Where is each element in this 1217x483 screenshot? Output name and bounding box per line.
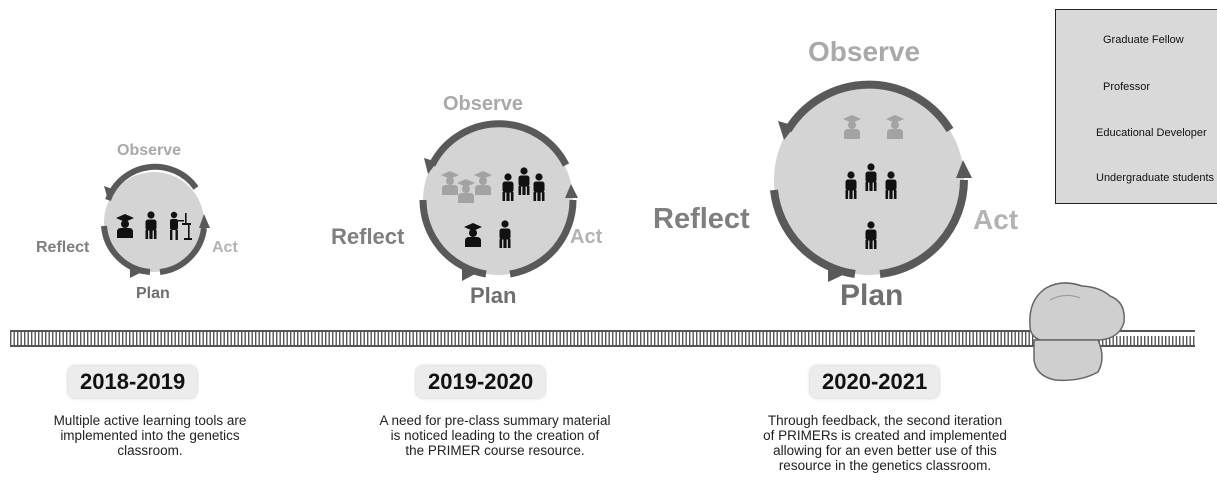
cycle-arrow-right <box>509 199 577 278</box>
legend: Graduate Fellow Professor Educational De… <box>1055 9 1217 204</box>
cycle-circle <box>423 125 573 275</box>
description-line: resource in the genetics classroom. <box>778 458 992 473</box>
reflect-label: Reflect <box>36 239 90 256</box>
stage-description: Multiple active learning tools are imple… <box>25 413 275 458</box>
description-line: classroom. <box>117 443 183 458</box>
description-line: is noticed leading to the creation of <box>390 428 600 443</box>
legend-label-educational-developer: Educational Developer <box>1096 127 1207 139</box>
stage-description: A need for pre-class summary material is… <box>350 413 640 458</box>
legend-label-professor: Professor <box>1103 81 1151 93</box>
observe-label: Observe <box>808 36 921 67</box>
stage-description: Through feedback, the second iteration o… <box>735 413 1035 473</box>
legend-label-undergraduate-students: Undergraduate students <box>1096 172 1215 184</box>
cycle-arrow-top <box>784 80 954 133</box>
cycle-2019-2020 <box>419 120 578 281</box>
description-line: implemented into the genetics <box>60 428 240 443</box>
timeline-track-right-ticks <box>1035 336 1195 346</box>
cycle-arrow-right <box>159 227 207 275</box>
observe-label: Observe <box>443 93 524 115</box>
cycle-arrow-right <box>879 179 968 278</box>
year-badge: 2020-2021 <box>810 366 940 398</box>
plan-label: Plan <box>470 283 517 308</box>
cycle-arrow-left <box>419 199 487 278</box>
year-badge: 2019-2020 <box>416 366 546 398</box>
description-line: the PRIMER course resource. <box>405 443 585 458</box>
cycle-arrow-top <box>105 163 199 202</box>
description-line: of PRIMERs is created and implemented <box>763 428 1007 443</box>
timeline-track <box>10 330 1195 347</box>
plan-label: Plan <box>136 285 170 302</box>
cycle-2020-2021 <box>770 80 972 282</box>
cycle-2018-2019 <box>101 163 210 278</box>
reflect-label: Reflect <box>653 203 750 235</box>
description-line: Multiple active learning tools are <box>53 413 247 428</box>
plan-label: Plan <box>840 279 904 312</box>
description-line: allowing for an even better use of this <box>773 443 997 458</box>
legend-label-graduate-fellow: Graduate Fellow <box>1103 34 1184 46</box>
ribosome-illustration <box>1029 282 1125 382</box>
observe-label: Observe <box>117 142 182 159</box>
year-badge: 2018-2019 <box>68 366 198 398</box>
reflect-label: Reflect <box>331 224 405 249</box>
cycle-arrow-top <box>428 120 570 167</box>
act-label: Act <box>973 204 1019 235</box>
cycle-arrow-left <box>101 225 151 275</box>
act-label: Act <box>212 239 238 256</box>
description-line: Through feedback, the second iteration <box>767 413 1003 428</box>
act-label: Act <box>570 226 603 248</box>
cycle-arrow-left <box>770 189 856 278</box>
description-line: A need for pre-class summary material <box>379 413 611 428</box>
